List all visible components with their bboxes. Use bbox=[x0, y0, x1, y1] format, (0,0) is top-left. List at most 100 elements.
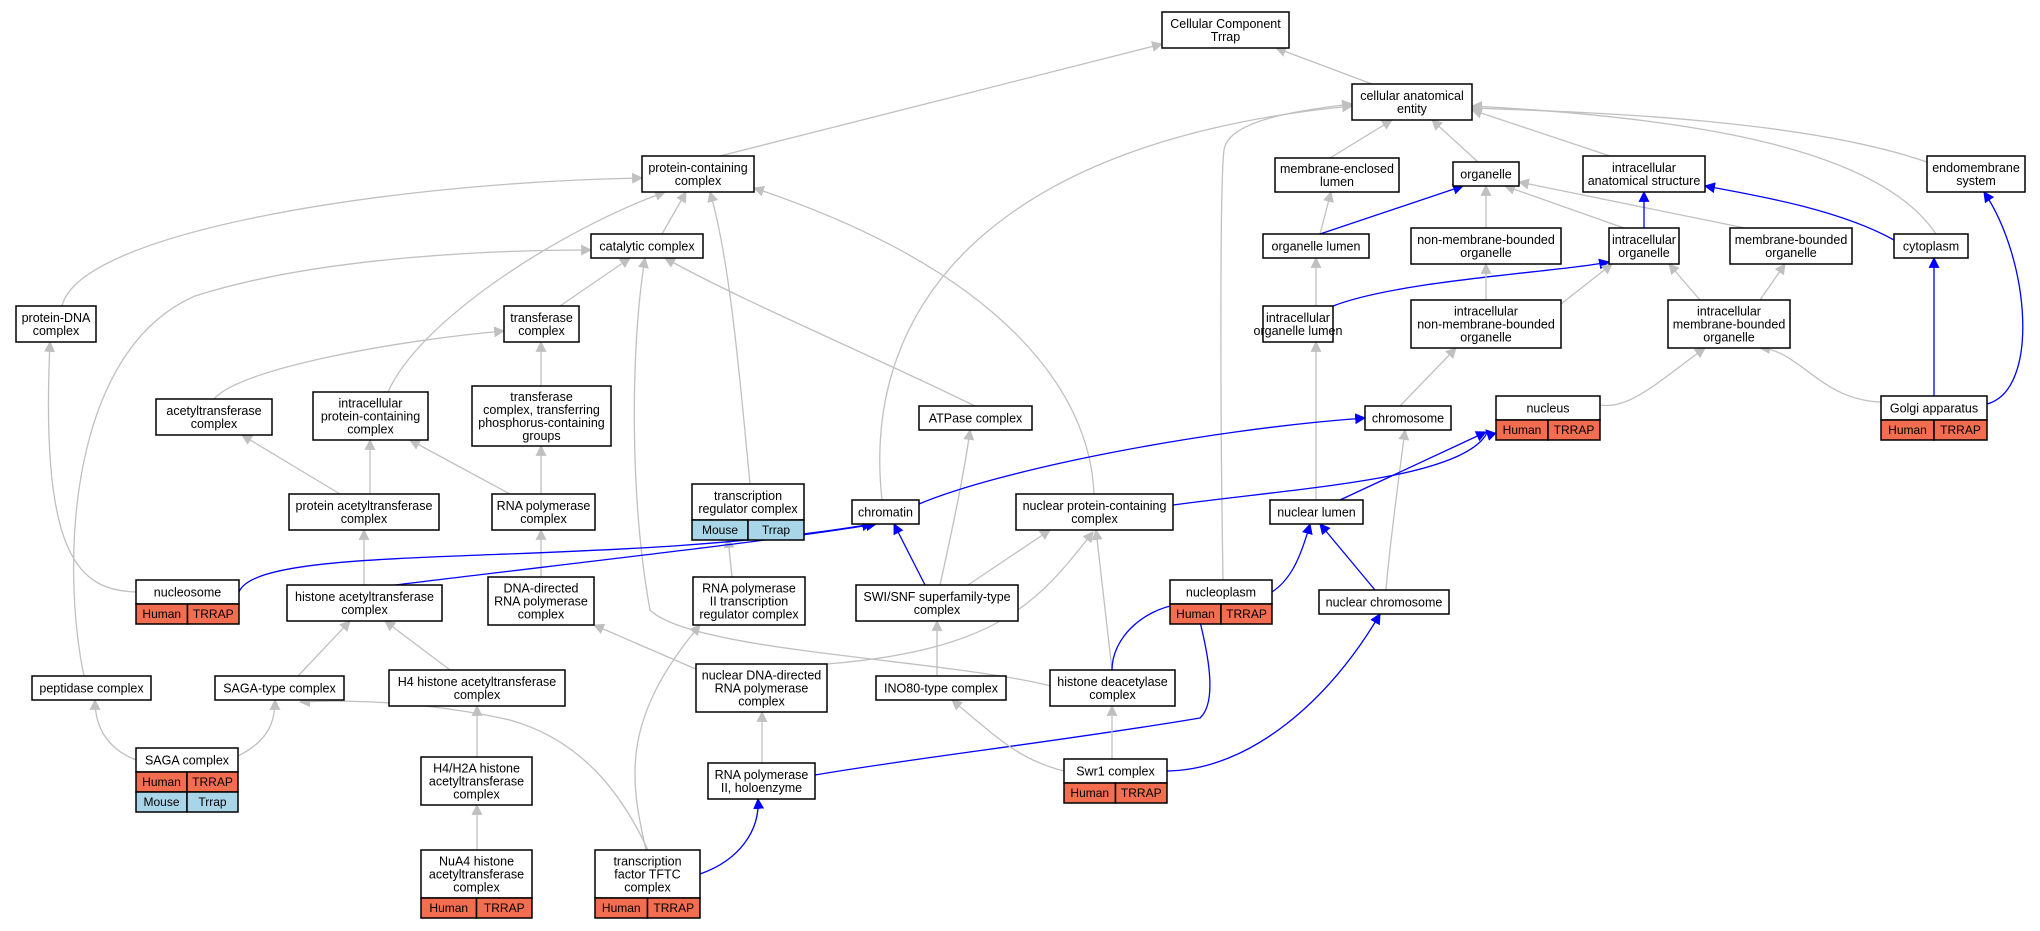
node-label: regulator complex bbox=[698, 502, 798, 516]
node-orglumen[interactable]: organelle lumen bbox=[1262, 233, 1370, 259]
node-label: intracellular bbox=[1697, 305, 1761, 319]
node-inmbo[interactable]: intracellularnon-membrane-boundedorganel… bbox=[1410, 299, 1562, 349]
edge-pat-to-acetyl bbox=[241, 434, 341, 495]
edge-cae-to-root bbox=[1274, 46, 1373, 85]
edge-orglumen-to-mel bbox=[1319, 190, 1334, 235]
node-label: regulator complex bbox=[699, 608, 799, 622]
node-label: nuclear chromosome bbox=[1326, 596, 1443, 610]
node-label: Cellular Component bbox=[1170, 17, 1281, 31]
edge-tftc-to-rnap2holo bbox=[699, 797, 765, 875]
node-nua4[interactable]: NuA4 histoneacetyltransferasecomplexHuma… bbox=[420, 849, 533, 919]
node-label: catalytic complex bbox=[599, 240, 695, 254]
node-box bbox=[855, 584, 1019, 622]
node-box bbox=[1667, 299, 1791, 349]
node-label: intracellular bbox=[339, 397, 403, 411]
node-nchrom[interactable]: nuclear chromosome bbox=[1318, 589, 1450, 615]
node-label: nucleus bbox=[1526, 402, 1569, 416]
edge-rnap2holo-to-nucleoplasm bbox=[814, 604, 1211, 776]
edge-hdac-to-nucleoplasm bbox=[1111, 600, 1182, 671]
node-catalytic[interactable]: catalytic complex bbox=[590, 233, 704, 259]
edge-hdac-to-catalytic bbox=[633, 256, 1101, 707]
node-organelle[interactable]: organelle bbox=[1452, 161, 1520, 187]
node-chromatin[interactable]: chromatin bbox=[851, 499, 920, 525]
node-label: acetyltransferase bbox=[429, 868, 524, 882]
edge-imbo-to-mbo bbox=[1759, 263, 1786, 301]
node-chromosome[interactable]: chromosome bbox=[1364, 405, 1452, 431]
edge-mbo-to-organelle bbox=[1517, 178, 1746, 229]
node-peptidase[interactable]: peptidase complex bbox=[31, 675, 152, 701]
edge-transferase-to-catalytic bbox=[559, 257, 631, 307]
edge-nucleoplasm-to-cae bbox=[1220, 99, 1354, 581]
edge-nddrnap-to-ddrnap bbox=[592, 623, 706, 674]
edge-golgi-to-imbo bbox=[1758, 343, 1882, 403]
node-label: endomembrane bbox=[1932, 161, 2020, 175]
edge-imbo-to-intorg bbox=[1668, 263, 1701, 301]
node-label: factor TFTC bbox=[614, 868, 680, 882]
node-ino80[interactable]: INO80-type complex bbox=[875, 675, 1007, 701]
node-box bbox=[1049, 669, 1176, 707]
node-label: organelle lumen bbox=[1272, 240, 1361, 254]
badge-cell bbox=[186, 791, 239, 813]
badge-cell bbox=[1114, 782, 1168, 804]
node-nlumen[interactable]: nuclear lumen bbox=[1269, 499, 1364, 525]
node-label: complex bbox=[624, 881, 671, 895]
node-label: membrane-bounded bbox=[1735, 233, 1848, 247]
node-label: organelle bbox=[1618, 246, 1669, 260]
node-label: cellular anatomical bbox=[1360, 89, 1464, 103]
node-cytoplasm[interactable]: cytoplasm bbox=[1893, 233, 1969, 259]
edge-iol-to-intorg bbox=[1332, 258, 1611, 307]
node-box bbox=[155, 398, 273, 436]
node-box bbox=[1015, 493, 1174, 531]
node-box bbox=[1318, 589, 1450, 615]
node-label: acetyltransferase bbox=[429, 775, 524, 789]
edge-organelle-to-cae bbox=[1431, 119, 1479, 163]
node-box bbox=[288, 493, 440, 531]
node-atpase[interactable]: ATPase complex bbox=[918, 405, 1033, 431]
node-saga_type[interactable]: SAGA-type complex bbox=[214, 675, 345, 701]
node-label: INO80-type complex bbox=[884, 682, 999, 696]
node-label: intracellular bbox=[1454, 305, 1518, 319]
node-box bbox=[1893, 233, 1969, 259]
node-box bbox=[1582, 155, 1706, 193]
node-label: transcription bbox=[714, 489, 782, 503]
edge-peptidase-to-catalytic bbox=[72, 244, 593, 677]
node-label: chromatin bbox=[858, 506, 913, 520]
